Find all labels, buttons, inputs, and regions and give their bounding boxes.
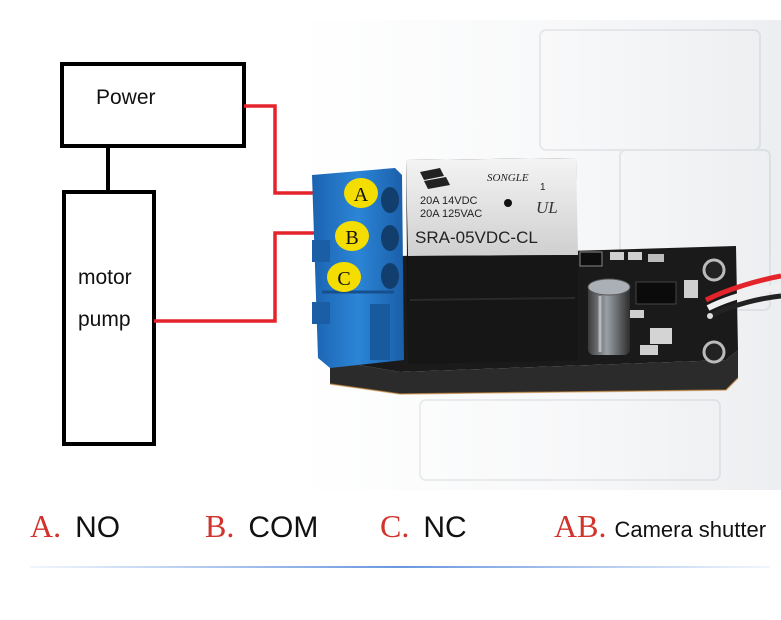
terminal-marker-b: B	[335, 221, 369, 251]
legend-desc-camera-shutter: Camera shutter	[614, 517, 767, 542]
legend-letter-c: C.	[380, 508, 410, 544]
signal-cable	[704, 273, 781, 319]
legend-item-a: A. NO	[30, 508, 120, 558]
pump-label: pump	[78, 308, 131, 331]
terminal-c-label: C	[337, 268, 350, 290]
legend-desc-no: NO	[75, 511, 121, 544]
relay-component: SONGLE 1 20A 14VDC 20A 125VAC UL SRA-05V…	[406, 158, 578, 364]
mounting-hole-bottom	[702, 340, 726, 364]
terminal-a-label: A	[354, 184, 369, 206]
motor-label: motor	[78, 266, 132, 289]
terminal-b-label: B	[345, 227, 358, 249]
wire-motor-to-b	[154, 231, 340, 323]
legend-desc-nc: NC	[423, 511, 467, 544]
power-label: Power	[96, 86, 156, 109]
wire-power-to-a	[244, 104, 340, 195]
legend-item-c: C. NC	[380, 508, 467, 558]
legend-item-ab: AB. Camera shutter	[554, 508, 766, 558]
songle-logo-icon	[420, 168, 450, 189]
legend-letter-ab: AB.	[554, 508, 607, 544]
motor-pump-box	[62, 190, 156, 446]
smd-components	[579, 251, 698, 355]
terminal-marker-a: A	[344, 178, 378, 208]
terminal-block	[312, 168, 404, 368]
relay-module: A B C SONGLE 1 20A 14VDC 20A 125VAC	[312, 158, 781, 395]
capacitor	[587, 278, 631, 355]
relay-cert-mark: UL	[536, 198, 558, 217]
relay-brand: SONGLE	[487, 172, 529, 184]
power-box	[60, 62, 246, 148]
relay-rating-2: 20A 125VAC	[420, 208, 482, 220]
relay-indicator-dot	[504, 199, 512, 207]
legend-item-b: B. COM	[205, 508, 318, 558]
pcb-edge	[330, 350, 738, 394]
legend-divider	[30, 566, 770, 568]
legend-desc-com: COM	[248, 511, 319, 544]
terminal-marker-c: C	[327, 262, 361, 292]
relay-rating-1: 20A 14VDC	[420, 195, 478, 207]
legend-letter-b: B.	[205, 508, 235, 544]
relay-model: SRA-05VDC-CL	[415, 228, 538, 247]
legend-letter-a: A.	[30, 508, 62, 544]
relay-pin-mark: 1	[540, 182, 546, 193]
mounting-hole-top	[702, 258, 726, 282]
